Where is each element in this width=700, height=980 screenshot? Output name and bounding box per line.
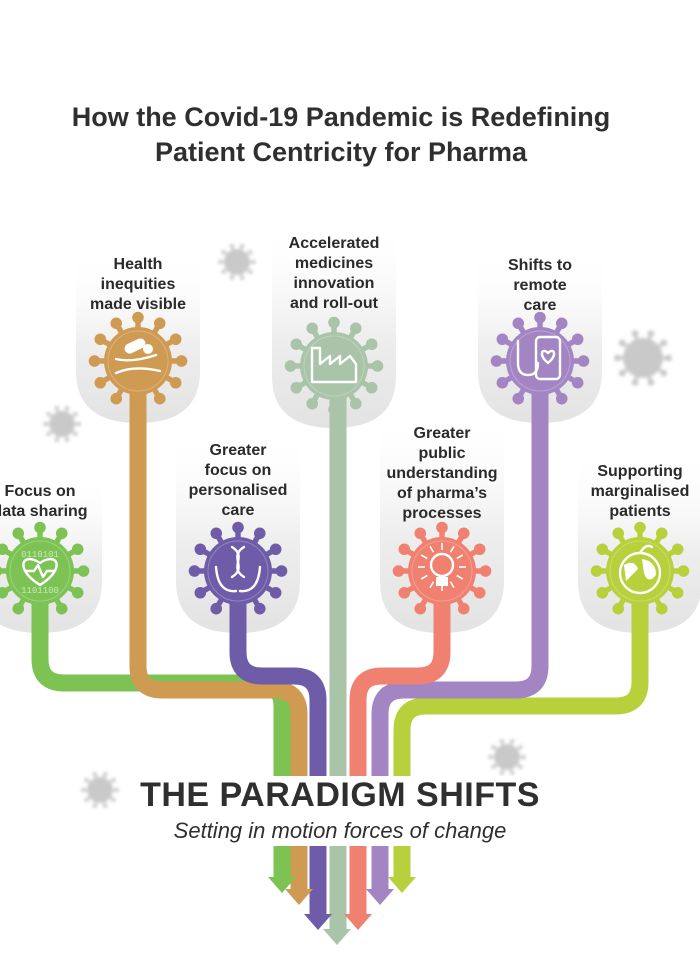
shift-label-personalised-care: Greater focus on personalised care [168, 441, 308, 521]
globe-apple-icon [618, 544, 662, 595]
heading-backdrop [136, 776, 548, 846]
shift-label-line: remote [513, 277, 567, 294]
shift-stem-line [371, 361, 549, 891]
shift-stem-line [229, 571, 327, 916]
shift-arrowhead [268, 877, 296, 893]
shift-label-line: inequities [100, 276, 176, 293]
shift-badge: 0110101 1101100 [0, 521, 90, 621]
shift-label-line: Health [113, 256, 163, 273]
shift-label-line: Focus on [4, 483, 76, 500]
shift-label-line: Greater [413, 425, 471, 442]
shift-label-line: Accelerated [288, 235, 380, 252]
shift-label-public-understanding: Greater public understanding of pharma’s pro… [372, 424, 512, 524]
shift-arrowhead [388, 877, 416, 893]
phone-stethoscope-icon [516, 335, 562, 381]
shift-label-health-inequities: Health inequities made visible [68, 255, 208, 315]
shift-label-line: care [523, 297, 557, 314]
shift-label-line: patients [609, 503, 671, 520]
shift-stem-line [129, 361, 308, 891]
shift-arrowhead [285, 889, 313, 905]
shift-stem-line [349, 571, 451, 916]
heart-data-icon: 0110101 1101100 [21, 550, 59, 596]
background-virus-group [43, 243, 672, 809]
stem-line-group [31, 361, 649, 931]
shift-label-line: processes [402, 505, 482, 522]
shift-arrowhead [344, 914, 372, 930]
shift-badge [188, 521, 288, 621]
shift-badge [284, 316, 384, 416]
shift-label-line: made visible [89, 296, 187, 313]
shift-label-data-sharing: Focus on data sharing [0, 482, 110, 522]
title-line-1: How the Covid-19 Pandemic is Redefining [71, 102, 611, 132]
shift-badge [88, 311, 188, 411]
shift-label-line: Shifts to [508, 257, 572, 274]
svg-text:1101100: 1101100 [21, 586, 59, 596]
background-virus-icon [81, 771, 119, 809]
paradigm-shifts-heading: THE PARADIGM SHIFTS [140, 776, 540, 814]
shift-arrowhead [366, 889, 394, 905]
shift-arrowhead [304, 914, 332, 930]
shift-label-line: marginalised [590, 483, 690, 500]
shift-label-line: public [418, 445, 466, 462]
dna-hands-icon [214, 545, 262, 593]
shift-label-line: and roll-out [290, 295, 378, 312]
arrow-group [136, 776, 548, 945]
shift-badge [392, 521, 492, 621]
icon-badge-group: 0110101 1101100 [0, 311, 690, 621]
shift-label-line: Supporting [597, 463, 683, 480]
background-virus-icon [218, 243, 256, 281]
page-title: How the Covid-19 Pandemic is Redefining … [0, 100, 682, 170]
shift-label-remote-care: Shifts to remote care [470, 256, 610, 316]
svg-text:0110101: 0110101 [21, 550, 59, 560]
background-virus-icon [614, 330, 672, 386]
shift-label-line: care [221, 502, 255, 519]
shift-label-accelerated-medicines: Accelerated medicines innovation and roll-o… [264, 234, 404, 314]
shift-stem-line [393, 571, 649, 879]
title-line-2: Patient Centricity for Pharma [154, 137, 528, 167]
shift-badge [590, 521, 690, 621]
hands-pill-icon [114, 338, 162, 375]
background-virus-icon [43, 405, 81, 443]
shift-label-line: data sharing [0, 503, 88, 520]
shift-label-line: Greater [209, 442, 267, 459]
paradigm-shifts-subheading: Setting in motion forces of change [173, 818, 507, 843]
shift-label-marginalised-patients: Supporting marginalised patients [570, 462, 700, 522]
shift-badge [490, 311, 590, 411]
shift-label-line: understanding [386, 465, 498, 482]
shift-label-line: of pharma’s [396, 485, 488, 502]
background-virus-icon [488, 738, 526, 776]
lightbulb-icon [418, 543, 466, 591]
shift-label-line: innovation [293, 275, 375, 292]
factory-icon [310, 346, 358, 384]
shift-label-line: focus on [204, 462, 272, 479]
shift-label-line: personalised [188, 482, 288, 499]
shift-arrowhead [323, 929, 351, 945]
shift-label-line: medicines [294, 255, 374, 272]
